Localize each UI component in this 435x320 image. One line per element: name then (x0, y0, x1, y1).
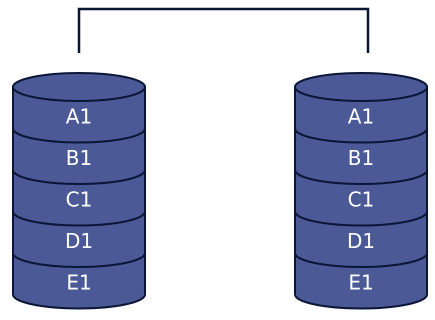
segment-label-c1: C1 (348, 188, 375, 212)
segment-separator (12, 128, 146, 144)
right-disk-top (294, 72, 428, 102)
left-disk-body (12, 86, 146, 310)
segment-label-d1: D1 (65, 229, 93, 253)
segment-label-b1: B1 (66, 146, 92, 170)
right-disk-body (294, 86, 428, 310)
segment-separator (294, 252, 428, 268)
segment-label-c1: C1 (66, 188, 93, 212)
mirror-connector-line (77, 7, 370, 53)
segment-label-e1: E1 (348, 271, 373, 295)
segment-separator (12, 252, 146, 268)
segment-label-a1: A1 (348, 105, 374, 129)
segment-separator (12, 211, 146, 227)
segment-separator (12, 169, 146, 185)
segment-separator (294, 169, 428, 185)
segment-label-e1: E1 (66, 271, 91, 295)
segment-label-b1: B1 (348, 146, 374, 170)
segment-label-a1: A1 (66, 105, 92, 129)
segment-label-d1: D1 (347, 229, 375, 253)
segment-separator (294, 128, 428, 144)
left-disk-top (12, 72, 146, 102)
segment-separator (294, 211, 428, 227)
